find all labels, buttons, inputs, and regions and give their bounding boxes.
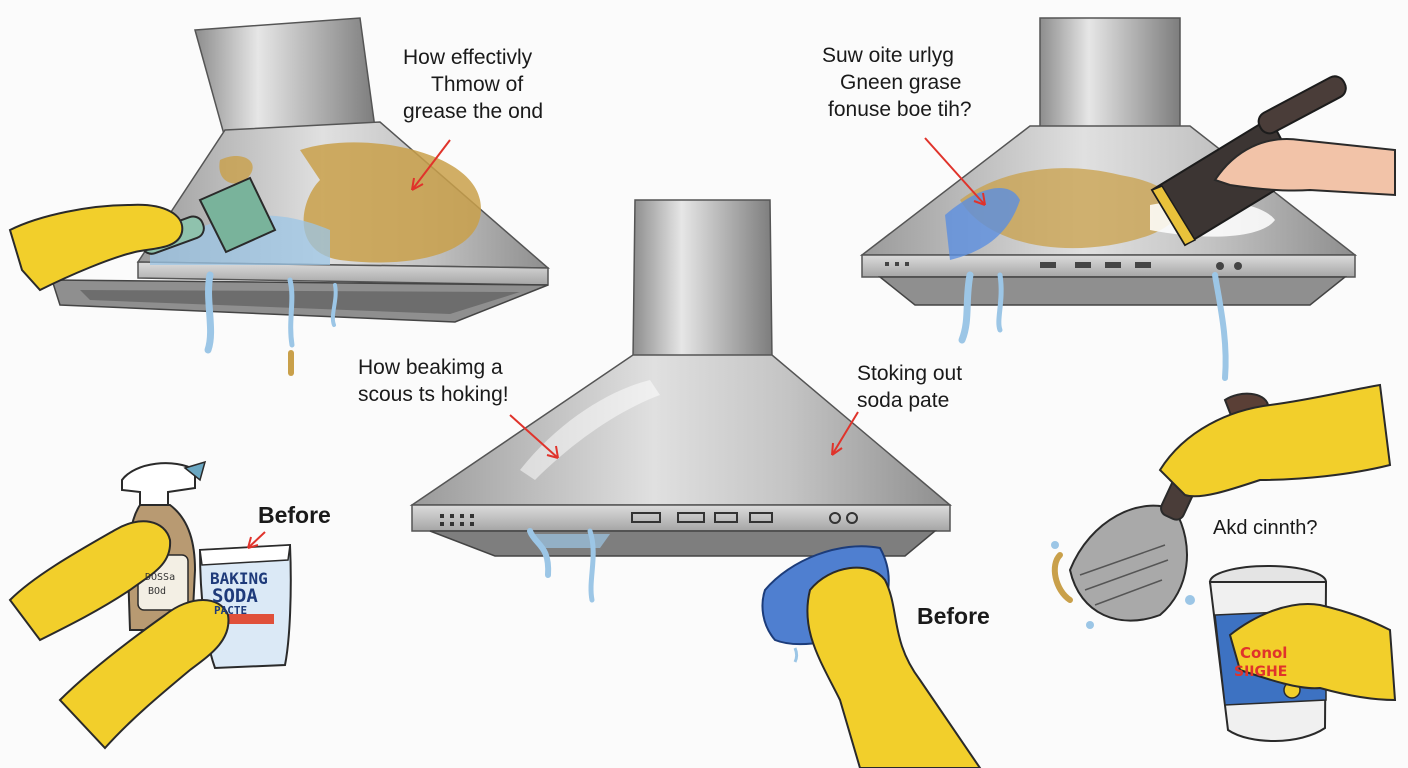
- hand-icon: [1213, 138, 1396, 197]
- range-hood-center: [409, 199, 953, 603]
- arrow-top-left-head: [411, 177, 424, 191]
- canister-label: Conol SIIGHE: [1234, 644, 1287, 680]
- range-hood-top-right: [859, 17, 1358, 381]
- caption-before-left: Before: [258, 502, 331, 528]
- caption-top-right-line-3: fonuse boe tih?: [828, 98, 972, 121]
- arrow-before-left-head: [247, 536, 259, 549]
- soda-line-1: BAKING: [210, 569, 268, 588]
- yellow-glove-icon: [8, 520, 172, 642]
- arrow-top-right-head: [973, 192, 986, 206]
- caption-top-right: Suw oite urlyg Gneen grase fonuse boe ti…: [822, 42, 972, 123]
- caption-top-left-line-3: grease the ond: [403, 100, 544, 123]
- red-arrows: [247, 137, 986, 549]
- range-hood-top-left: [50, 17, 551, 376]
- soda-line-2: SODA: [212, 585, 258, 607]
- canister-line-1: Conol: [1240, 644, 1287, 662]
- yellow-glove-icon: [1158, 383, 1392, 498]
- yellow-glove-icon: [806, 566, 982, 768]
- arrow-mid-left-head: [546, 445, 559, 459]
- arrow-mid-left: [509, 414, 559, 459]
- arrow-before-left: [247, 531, 266, 549]
- yellow-glove-icon: [8, 203, 184, 292]
- caption-top-left-line-2: Thmow of: [431, 73, 524, 96]
- soda-line-3: PACTE: [214, 604, 247, 617]
- arrow-mid-right: [831, 411, 859, 456]
- caption-top-right-line-1: Suw oite urlyg: [822, 44, 954, 67]
- caption-before-center: Before: [917, 603, 990, 629]
- spray-label-line-2: BOd: [148, 586, 166, 597]
- caption-middle-right: Stoking out soda pate: [857, 360, 962, 414]
- caption-middle-right-line-2: soda pate: [857, 389, 950, 412]
- baking-soda-label: BAKING SODA PACTE: [210, 569, 268, 617]
- spray-bottle-label: DOSSa BOd: [145, 572, 175, 597]
- caption-middle-left-line-1: How beakimg a: [358, 356, 503, 379]
- yellow-glove-icon: [58, 599, 230, 750]
- caption-top-left-line-1: How effectivly: [403, 46, 533, 69]
- canister-line-2: SIIGHE: [1234, 664, 1287, 680]
- caption-middle-left: How beakimg a scous ts hoking!: [358, 354, 509, 408]
- caption-right-question: Akd cinnth?: [1213, 517, 1318, 539]
- spray-label-line-1: DOSSa: [145, 572, 175, 583]
- caption-middle-right-line-1: Stoking out: [857, 362, 963, 385]
- yellow-glove-icon: [1228, 603, 1397, 702]
- caption-top-right-line-2: Gneen grase: [840, 71, 962, 94]
- arrow-mid-right-head: [831, 442, 843, 456]
- arrow-top-right: [924, 137, 986, 206]
- caption-middle-left-line-2: scous ts hoking!: [358, 383, 509, 406]
- caption-top-left: How effectivly Thmow of grease the ond: [403, 44, 543, 125]
- arrow-top-left: [411, 139, 451, 191]
